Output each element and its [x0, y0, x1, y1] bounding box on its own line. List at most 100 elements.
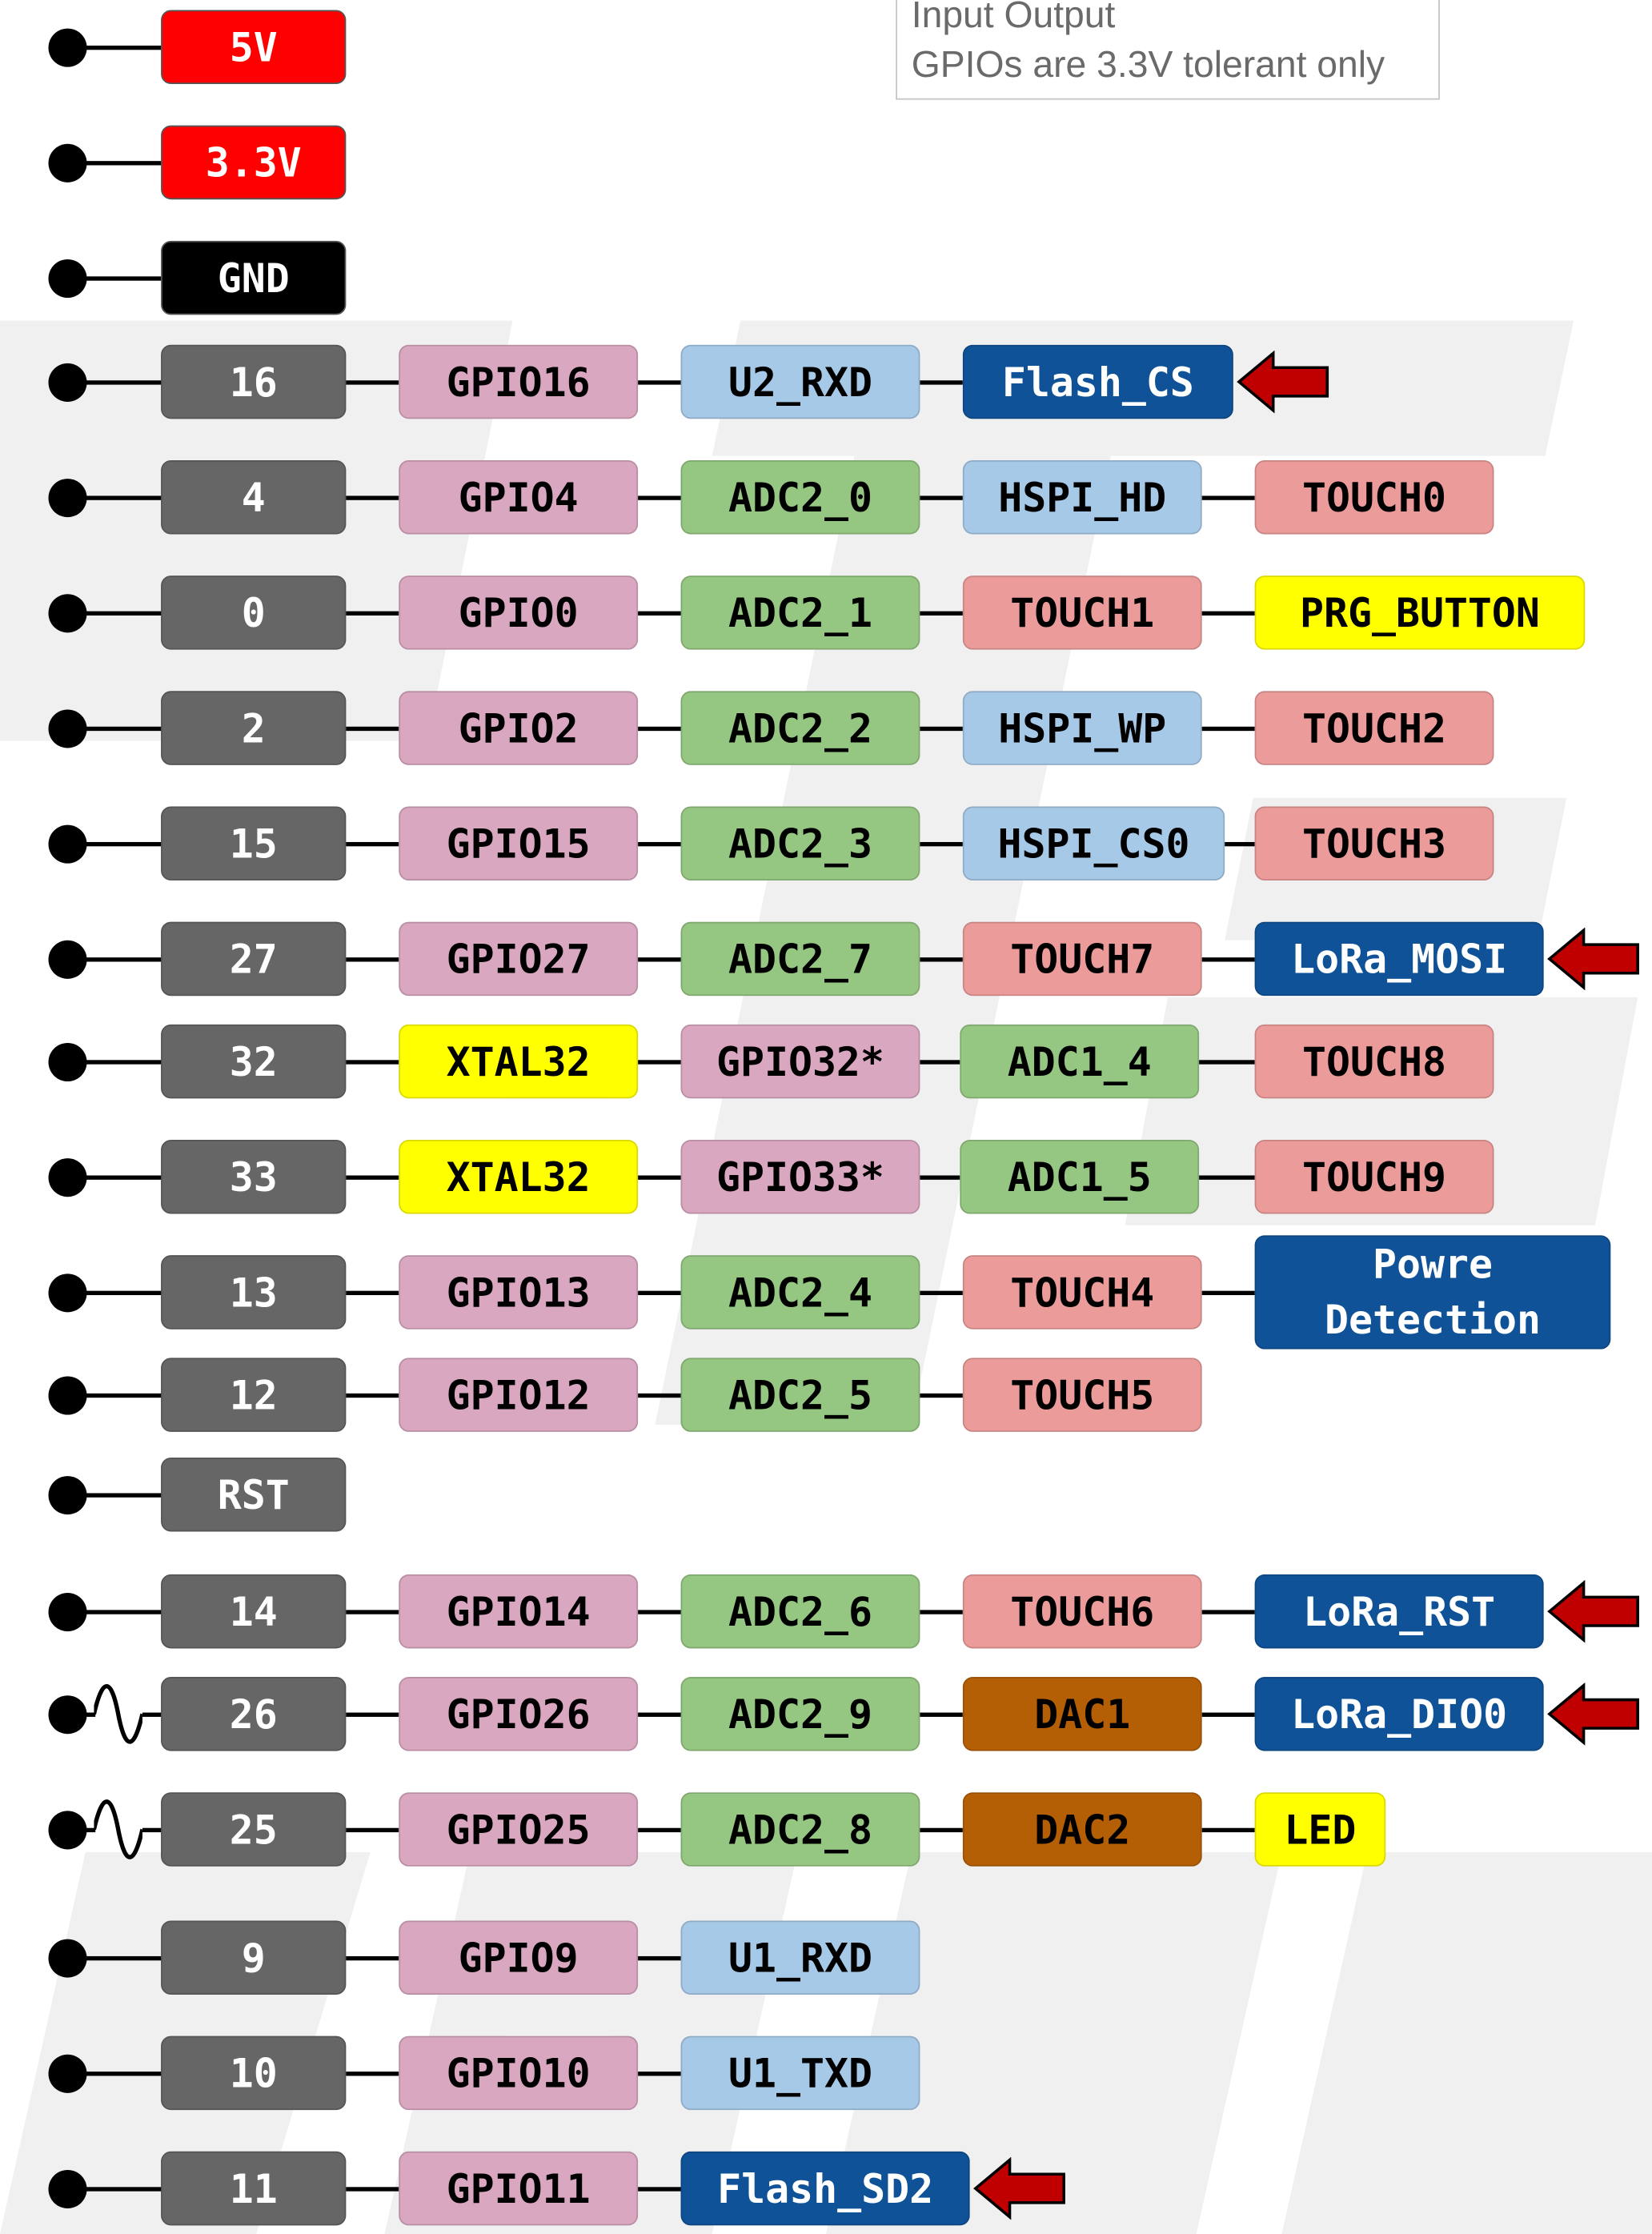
function-label-serial: HSPI_CS0 [962, 806, 1225, 881]
pin-wire [66, 45, 162, 50]
connector-line [346, 1060, 399, 1065]
pin-number-gnd: GND [161, 240, 347, 315]
function-label-gpio: GPIO15 [399, 806, 639, 881]
pin-wire [66, 1712, 96, 1717]
pin-number-5v: 5V [161, 10, 347, 85]
connector-line [1201, 611, 1255, 616]
connector-line [1201, 1712, 1255, 1717]
connector-line [638, 841, 681, 847]
function-label-board: LoRa_MOSI [1254, 921, 1544, 997]
pin-wire [66, 161, 162, 166]
connector-line [920, 957, 963, 962]
pin-wire [66, 957, 162, 962]
pin-number-14: 14 [161, 1574, 347, 1649]
pin-wire [142, 1712, 162, 1717]
function-label-adc: ADC2_4 [680, 1255, 920, 1330]
pin-wire [66, 495, 162, 500]
pin-number-12: 12 [161, 1358, 347, 1432]
function-label-gpio: GPIO27 [399, 921, 639, 997]
function-label-adc: ADC2_1 [680, 576, 920, 650]
pin-number-25: 25 [161, 1792, 347, 1867]
function-label-serial: U1_TXD [680, 2035, 920, 2111]
connector-line [638, 1175, 681, 1180]
pin-wire [66, 1175, 162, 1180]
pin-number-16: 16 [161, 344, 347, 419]
connector-line [920, 1610, 963, 1614]
function-label-adc: ADC2_5 [680, 1358, 920, 1432]
pin-number-0: 0 [161, 576, 347, 650]
function-label-dac: DAC2 [962, 1792, 1202, 1867]
analog-wave-icon [94, 1799, 142, 1859]
pin-number-15: 15 [161, 806, 347, 881]
connector-line [920, 1290, 963, 1296]
function-label-adc: ADC2_8 [680, 1792, 920, 1867]
highlight-arrow-icon [1547, 927, 1639, 991]
pin-wire [66, 2072, 162, 2076]
note-line-1: Input Output [911, 0, 1116, 36]
function-label-serial: U1_RXD [680, 1920, 920, 1995]
connector-line [638, 495, 681, 500]
function-label-gpio: GPIO33* [680, 1140, 920, 1214]
function-label-gpio: GPIO4 [399, 459, 639, 535]
connector-line [638, 957, 681, 962]
function-label-gpio: GPIO25 [399, 1792, 639, 1867]
pin-wire [66, 1060, 162, 1065]
pin-number-10: 10 [161, 2035, 347, 2111]
connector-line [638, 1393, 681, 1398]
function-label-button: PRG_BUTTON [1254, 576, 1586, 650]
function-label-adc: ADC2_6 [680, 1574, 920, 1649]
analog-wave-icon [94, 1684, 142, 1744]
function-label-adc: ADC2_2 [680, 691, 920, 765]
function-label-xtal: XTAL32 [399, 1140, 639, 1214]
connector-line [346, 1290, 399, 1296]
pin-wire [66, 1955, 162, 1961]
pin-wire [66, 1290, 162, 1296]
connector-line [346, 1610, 399, 1614]
connector-line [1225, 841, 1255, 847]
function-label-adc: ADC2_9 [680, 1677, 920, 1751]
function-label-adc: ADC2_3 [680, 806, 920, 881]
pin-number-32: 32 [161, 1024, 347, 1099]
highlight-arrow-icon [1547, 1683, 1639, 1746]
function-label-button: LED [1254, 1792, 1386, 1867]
connector-line [920, 495, 963, 500]
connector-line [638, 1712, 681, 1717]
pin-number-9: 9 [161, 1920, 347, 1995]
pin-number-13: 13 [161, 1255, 347, 1330]
function-label-board: Flash_SD2 [680, 2151, 970, 2226]
highlight-arrow-icon [973, 2156, 1065, 2220]
function-label-board: LoRa_RST [1254, 1574, 1544, 1649]
pin-number-2: 2 [161, 691, 347, 765]
function-label-gpio: GPIO14 [399, 1574, 639, 1649]
tolerance-note: Input Output GPIOs are 3.3V tolerant onl… [896, 0, 1440, 100]
connector-line [920, 1060, 960, 1065]
connector-line [638, 1290, 681, 1296]
function-label-touch: TOUCH4 [962, 1255, 1202, 1330]
connector-line [638, 726, 681, 732]
connector-line [346, 380, 399, 385]
connector-line [346, 1712, 399, 1717]
function-label-touch: TOUCH7 [962, 921, 1202, 997]
function-label-gpio: GPIO10 [399, 2035, 639, 2111]
function-label-touch: TOUCH9 [1254, 1140, 1494, 1214]
connector-line [346, 2187, 399, 2192]
connector-line [638, 1610, 681, 1614]
function-label-gpio: GPIO26 [399, 1677, 639, 1751]
function-label-serial: U2_RXD [680, 344, 920, 419]
connector-line [920, 1175, 960, 1180]
pin-number-11: 11 [161, 2151, 347, 2226]
connector-line [638, 1827, 681, 1833]
pin-wire [66, 2187, 162, 2192]
function-label-gpio: GPIO0 [399, 576, 639, 650]
function-label-gpio: GPIO9 [399, 1920, 639, 1995]
connector-line [920, 841, 963, 847]
pin-wire [66, 1393, 162, 1398]
function-label-touch: TOUCH5 [962, 1358, 1202, 1432]
function-label-adc: ADC1_4 [960, 1024, 1200, 1099]
function-label-serial: HSPI_WP [962, 691, 1202, 765]
pin-wire [66, 611, 162, 616]
function-label-gpio: GPIO13 [399, 1255, 639, 1330]
connector-line [638, 611, 681, 616]
note-line-2: GPIOs are 3.3V tolerant only [911, 42, 1385, 86]
connector-line [920, 1712, 963, 1717]
